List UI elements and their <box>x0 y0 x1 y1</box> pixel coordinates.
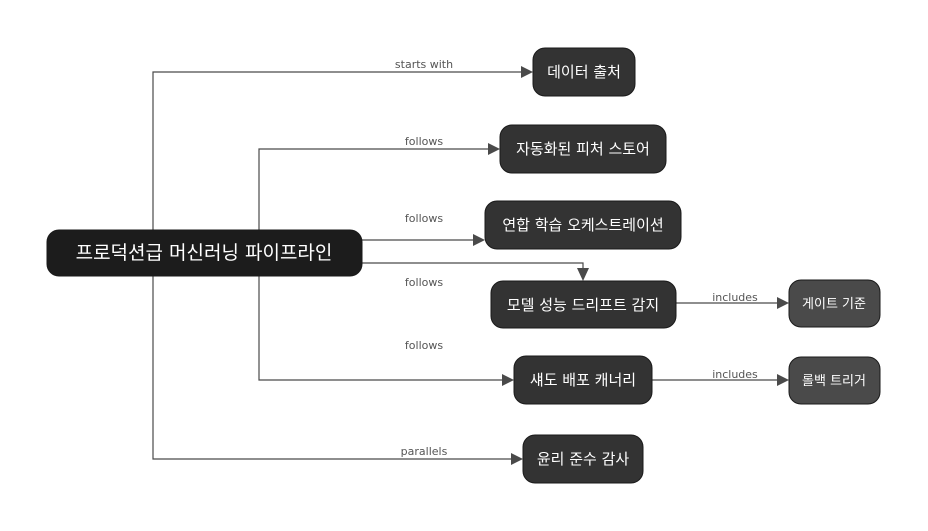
node-feature-store-label: 자동화된 피처 스토어 <box>516 140 650 158</box>
edge-label-includes-gate: includes <box>712 291 758 304</box>
node-data-source-label: 데이터 출처 <box>547 63 621 81</box>
node-root-box <box>46 229 363 277</box>
node-ethics[interactable]: 윤리 준수 감사 <box>522 434 644 484</box>
edge-label-includes-rollback: includes <box>712 368 758 381</box>
node-rollback[interactable]: 롤백 트리거 <box>788 356 881 405</box>
node-feature-store[interactable]: 자동화된 피처 스토어 <box>499 124 667 174</box>
node-federated-box <box>484 200 682 250</box>
edge-labels: starts with follows follows follows foll… <box>395 58 758 458</box>
edges <box>152 66 789 465</box>
arrowhead-federated <box>473 234 485 246</box>
node-data-source[interactable]: 데이터 출처 <box>532 47 636 97</box>
edge-label-follows-federated: follows <box>405 212 443 225</box>
arrowhead-gate <box>777 297 789 309</box>
node-drift-box <box>490 280 677 329</box>
edge-label-follows-shadow: follows <box>405 339 443 352</box>
node-ethics-box <box>522 434 644 484</box>
arrowhead-shadow <box>502 374 514 386</box>
arrowhead-feature-store <box>488 143 500 155</box>
node-shadow[interactable]: 섀도 배포 캐너리 <box>513 355 653 405</box>
node-drift[interactable]: 모델 성능 드리프트 감지 <box>490 280 677 329</box>
node-gate[interactable]: 게이트 기준 <box>788 279 881 328</box>
node-shadow-label: 섀도 배포 캐너리 <box>530 371 636 389</box>
node-rollback-box <box>788 356 881 405</box>
edge-starts-with <box>152 71 525 230</box>
node-rollback-label: 롤백 트리거 <box>802 374 866 389</box>
node-federated-label: 연합 학습 오케스트레이션 <box>502 216 663 234</box>
node-drift-label: 모델 성능 드리프트 감지 <box>507 296 659 314</box>
node-root-label: 프로덕션급 머신러닝 파이프라인 <box>76 242 333 264</box>
arrowhead-drift <box>577 268 589 281</box>
edge-parallels <box>152 276 515 460</box>
node-gate-box <box>788 279 881 328</box>
edge-label-follows-drift: follows <box>405 276 443 289</box>
arrowhead-ethics <box>511 453 523 465</box>
edge-label-follows-feature-store: follows <box>405 135 443 148</box>
arrowhead-rollback <box>777 374 789 386</box>
arrowhead-data-source <box>521 66 533 78</box>
node-ethics-label: 윤리 준수 감사 <box>537 450 630 468</box>
node-data-source-box <box>532 47 636 97</box>
node-gate-label: 게이트 기준 <box>802 297 866 312</box>
node-federated[interactable]: 연합 학습 오케스트레이션 <box>484 200 682 250</box>
edge-label-parallels: parallels <box>401 445 448 458</box>
node-feature-store-box <box>499 124 667 174</box>
node-shadow-box <box>513 355 653 405</box>
edge-follows-feature-store <box>258 148 492 230</box>
node-root[interactable]: 프로덕션급 머신러닝 파이프라인 <box>46 229 363 277</box>
edge-follows-drift <box>362 262 584 273</box>
edge-label-starts-with: starts with <box>395 58 453 71</box>
edge-follows-shadow <box>258 276 506 381</box>
